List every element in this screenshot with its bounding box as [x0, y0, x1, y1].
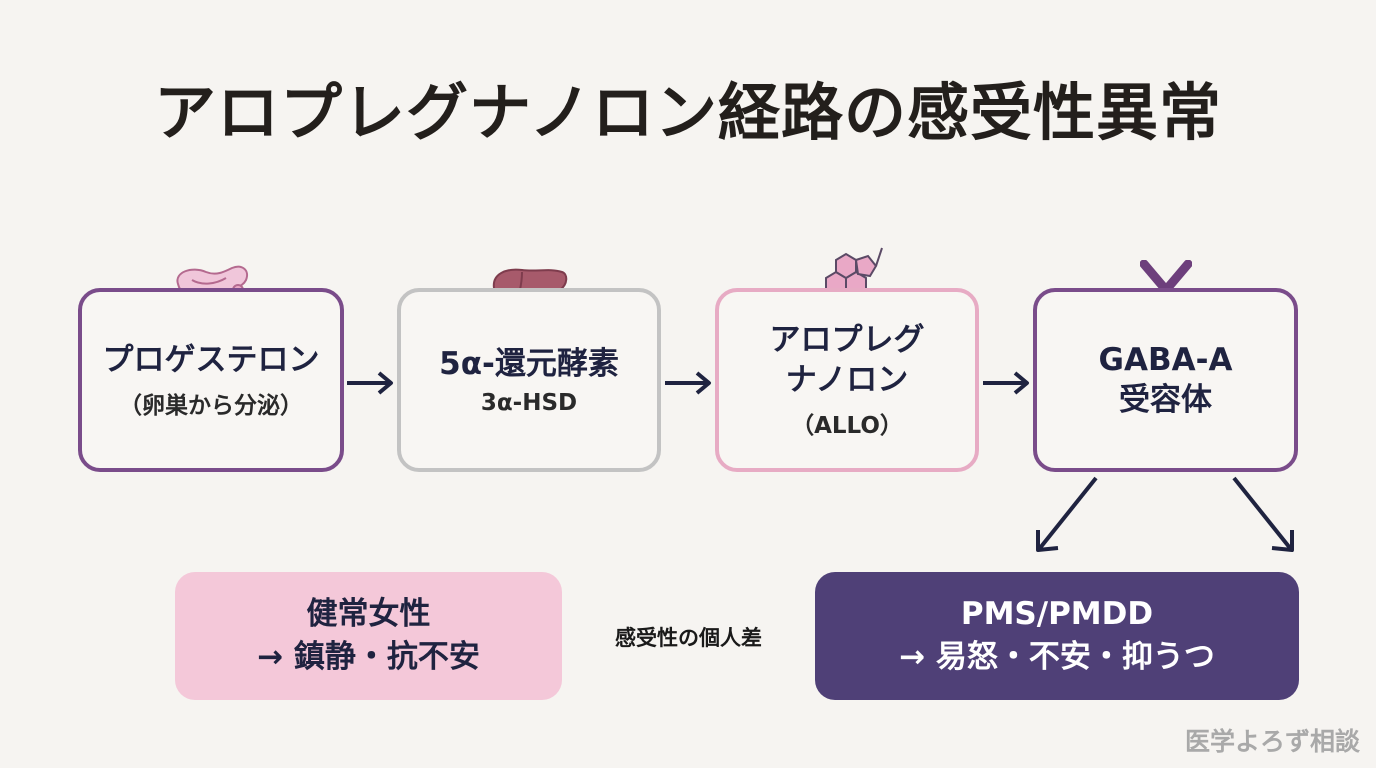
outcome-pmdd-title: PMS/PMDD	[960, 595, 1154, 632]
step-gaba-label-1: GABA-A	[1098, 341, 1233, 378]
step-progesterone-label: プロゲステロン	[102, 341, 320, 378]
step-enzyme-label: 5α-還元酵素	[439, 345, 619, 382]
step-enzyme-sub: 3α-HSD	[480, 390, 578, 417]
arrow-right-icon	[347, 371, 393, 395]
outcome-pmdd-desc: → 易怒・不安・抑うつ	[899, 639, 1215, 675]
outcome-healthy-desc: → 鎮静・抗不安	[257, 639, 480, 675]
step-gaba-label-2: 受容体	[1119, 382, 1212, 418]
arrow-right-icon	[665, 371, 711, 395]
arrow-right-icon	[983, 371, 1029, 395]
page-title: アロプレグナノロン経路の感受性異常	[154, 76, 1222, 149]
step-progesterone-sub: （卵巣から分泌）	[119, 393, 303, 420]
outcome-healthy: 健常女性 → 鎮静・抗不安	[175, 572, 562, 700]
step-allo-label-2: ナノロン	[785, 362, 909, 398]
step-enzyme: 5α-還元酵素 3α-HSD	[397, 288, 661, 472]
step-allo-sub: （ALLO）	[791, 413, 903, 440]
step-allo-label-1: アロプレグ	[769, 321, 925, 358]
step-progesterone: プロゲステロン （卵巣から分泌）	[78, 288, 344, 472]
step-gaba-receptor: GABA-A 受容体	[1033, 288, 1298, 472]
arrow-down-left-icon	[1036, 476, 1098, 552]
outcome-healthy-title: 健常女性	[306, 595, 431, 632]
footer-brand: 医学よろず相談	[1184, 727, 1360, 756]
outcome-pmdd: PMS/PMDD → 易怒・不安・抑うつ	[815, 572, 1299, 700]
arrow-down-right-icon	[1232, 476, 1294, 552]
sensitivity-label: 感受性の個人差	[615, 626, 762, 650]
step-allopregnanolone: アロプレグ ナノロン （ALLO）	[715, 288, 979, 472]
